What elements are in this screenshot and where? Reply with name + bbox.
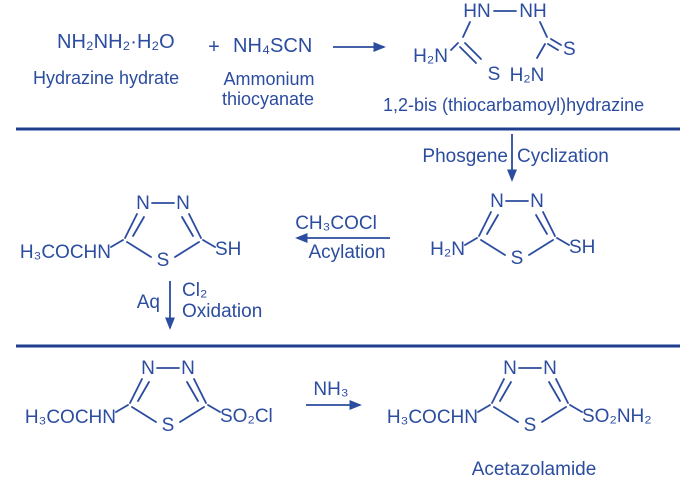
bond — [536, 43, 546, 59]
atom-nh: NH — [519, 1, 546, 22]
ring-s: S — [157, 250, 170, 271]
bond — [528, 239, 554, 256]
substituent-left: H₃COCHN — [25, 407, 116, 428]
double-bond — [193, 378, 207, 404]
bond — [174, 241, 200, 258]
double-bond — [486, 214, 499, 235]
bond — [477, 404, 491, 413]
structure-amino-thiadiazole-thiol: N N S H₂N SH — [430, 191, 595, 269]
structure-bis-thiocarbamoyl-hydrazine: HN NH H₂N S S H₂N — [413, 1, 576, 86]
cyclization-label: Cyclization — [517, 146, 609, 167]
bond — [110, 239, 124, 248]
double-bond — [188, 213, 202, 239]
atom-h2n-right: H₂N — [510, 65, 545, 86]
double-bond — [499, 381, 512, 402]
bond — [202, 239, 216, 248]
double-bond — [186, 381, 199, 402]
ammonium-thiocyanate-name-line1: Ammonium — [223, 69, 314, 89]
acetyl-chloride-label: CH₃COCl — [295, 213, 377, 234]
ring-n2: N — [543, 358, 557, 379]
structure-acetylamino-thiadiazole-thiol: N N S H₃COCHN SH — [20, 193, 242, 271]
double-bond — [124, 213, 138, 239]
structure-thiadiazole-sulfonyl-chloride: N N S H₃COCHN SO₂Cl — [25, 358, 273, 436]
atom-h2n-left: H₂N — [413, 46, 448, 67]
ring-n1: N — [136, 193, 150, 214]
double-bond — [491, 378, 505, 404]
bond — [539, 21, 548, 38]
bond — [493, 406, 519, 423]
ring-s: S — [511, 248, 524, 269]
ring-n1: N — [503, 358, 517, 379]
double-bond — [137, 381, 150, 402]
step-1-condensation: NH₂NH₂·H₂O Hydrazine hydrate + NH₄SCN Am… — [33, 1, 644, 115]
bis-thiocarbamoyl-hydrazine-name: 1,2-bis (thiocarbamoyl)hydrazine — [383, 95, 644, 115]
acetazolamide-name: Acetazolamide — [472, 459, 597, 480]
ring-n1: N — [490, 191, 504, 212]
atom-s-left: S — [488, 64, 501, 85]
step-4-oxidation: Aq Cl₂ Oxidation — [137, 280, 262, 330]
bond — [131, 406, 157, 423]
double-bond — [181, 216, 194, 237]
double-bond — [548, 381, 561, 402]
substituent-right: SH — [569, 237, 595, 258]
double-bond — [132, 216, 145, 237]
bond — [480, 239, 506, 256]
ring-s: S — [162, 415, 175, 436]
phosgene-label: Phosgene — [422, 146, 508, 167]
ammonium-thiocyanate-formula: NH₄SCN — [233, 35, 312, 57]
hydrazine-hydrate-formula: NH₂NH₂·H₂O — [57, 31, 175, 53]
bond — [556, 237, 570, 246]
bond — [115, 404, 129, 413]
bond — [126, 241, 152, 258]
bond — [464, 237, 478, 246]
substituent-left: H₃COCHN — [387, 407, 478, 428]
ammonia-label: NH₃ — [313, 379, 348, 400]
ammonium-thiocyanate-name-line2: thiocyanate — [222, 89, 314, 109]
substituent-right: SO₂Cl — [220, 406, 273, 427]
substituent-left: H₃COCHN — [20, 242, 111, 263]
bond — [569, 404, 583, 413]
substituent-right: SO₂NH₂ — [582, 406, 652, 427]
ring-n1: N — [141, 358, 155, 379]
bond — [450, 42, 459, 51]
structure-acetazolamide: N N S H₃COCHN SO₂NH₂ — [387, 358, 652, 436]
chlorine-label: Cl₂ — [182, 280, 207, 301]
double-bond — [535, 214, 548, 235]
ring-n2: N — [181, 358, 195, 379]
substituent-left: H₂N — [430, 239, 465, 260]
double-bond — [547, 43, 559, 51]
ring-s: S — [524, 415, 537, 436]
double-bond — [129, 378, 143, 404]
double-bond — [542, 211, 556, 237]
double-bond — [550, 38, 562, 46]
bond — [179, 406, 205, 423]
atom-hn: HN — [463, 1, 490, 22]
hydrazine-hydrate-name: Hydrazine hydrate — [33, 68, 179, 88]
double-bond — [464, 42, 482, 60]
step-2-cyclization: Phosgene Cyclization — [422, 134, 609, 182]
step-3-acylation: CH₃COCl Acylation — [295, 213, 390, 263]
aqueous-label: Aq — [137, 292, 160, 313]
double-bond — [459, 46, 477, 64]
substituent-right: SH — [215, 239, 241, 260]
atom-s-right: S — [563, 39, 576, 60]
oxidation-label: Oxidation — [182, 301, 262, 322]
bond — [541, 406, 567, 423]
step-5-amination: NH₃ — [306, 379, 362, 411]
plus-sign: + — [208, 36, 220, 58]
bond — [207, 404, 221, 413]
double-bond — [555, 378, 569, 404]
bond — [462, 21, 471, 38]
ring-n2: N — [176, 193, 190, 214]
acylation-label: Acylation — [308, 242, 385, 263]
double-bond — [478, 211, 492, 237]
ring-n2: N — [530, 191, 544, 212]
